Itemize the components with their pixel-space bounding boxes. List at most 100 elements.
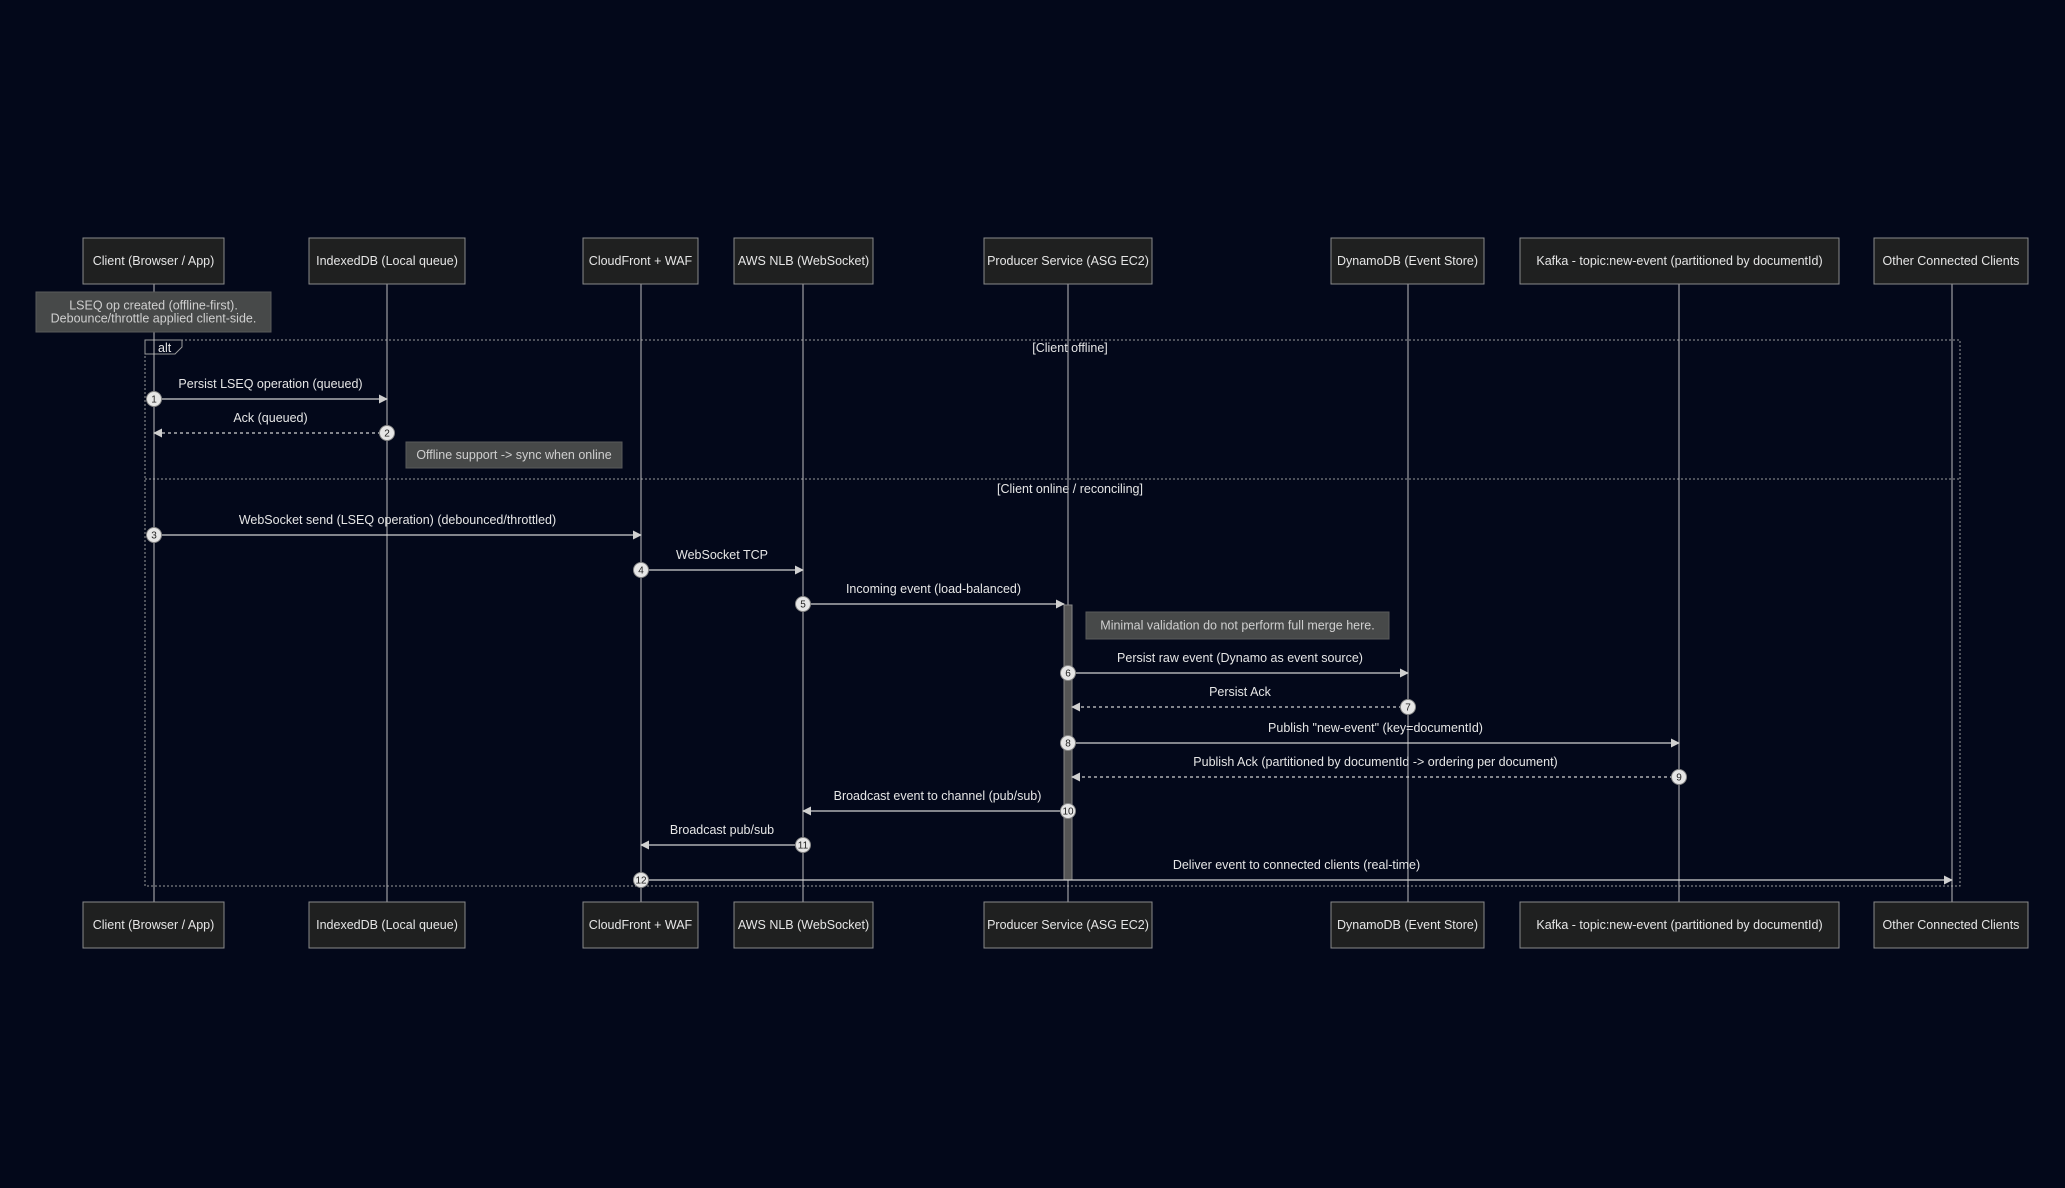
message-label: Ack (queued): [233, 411, 307, 425]
note: Minimal validation do not perform full m…: [1085, 611, 1390, 640]
participant-box: [308, 237, 466, 285]
participant-top[interactable]: DynamoDB (Event Store): [1330, 237, 1485, 285]
participant-label: Other Connected Clients: [1883, 254, 2020, 268]
sequence-number-text: 5: [800, 600, 806, 611]
sequence-number-circle: [379, 425, 395, 441]
participant-label: AWS NLB (WebSocket): [738, 254, 869, 268]
participant-label: Other Connected Clients: [1883, 918, 2020, 932]
message-10: Broadcast event to channel (pub/sub)10: [802, 789, 1076, 819]
participant-box: [308, 901, 466, 949]
participant-box: [582, 901, 699, 949]
participant-label: Client (Browser / App): [93, 918, 215, 932]
participant-box: [1519, 237, 1840, 285]
participant-top[interactable]: Other Connected Clients: [1873, 237, 2029, 285]
participant-top[interactable]: IndexedDB (Local queue): [308, 237, 466, 285]
participant-bottom[interactable]: Producer Service (ASG EC2): [983, 901, 1153, 949]
participant-bottom[interactable]: CloudFront + WAF: [582, 901, 699, 949]
participant-label: Producer Service (ASG EC2): [987, 918, 1149, 932]
message-3: WebSocket send (LSEQ operation) (debounc…: [146, 513, 642, 543]
participant-bottom[interactable]: Kafka - topic:new-event (partitioned by …: [1519, 901, 1840, 949]
message-4: WebSocket TCP 4: [633, 548, 804, 578]
sequence-number: 11: [795, 837, 811, 853]
sequence-number: 6: [1060, 665, 1076, 681]
sequence-number: 10: [1060, 803, 1076, 819]
message-label: WebSocket send (LSEQ operation) (debounc…: [239, 513, 556, 527]
participant-box: [733, 237, 874, 285]
message-label: Persist Ack: [1209, 685, 1272, 699]
participant-box: [983, 901, 1153, 949]
note: LSEQ op created (offline-first).Debounce…: [35, 291, 272, 333]
sequence-number-circle: [146, 391, 162, 407]
participant-label: IndexedDB (Local queue): [316, 918, 458, 932]
participant-bottom[interactable]: AWS NLB (WebSocket): [733, 901, 874, 949]
sequence-number-circle: [633, 562, 649, 578]
participant-top[interactable]: Kafka - topic:new-event (partitioned by …: [1519, 237, 1840, 285]
participant-box: [1519, 901, 1840, 949]
participant-label: DynamoDB (Event Store): [1337, 918, 1478, 932]
sequence-number-text: 8: [1065, 739, 1071, 750]
sequence-number: 7: [1400, 699, 1416, 715]
message-6: Persist raw event (Dynamo as event sourc…: [1060, 651, 1409, 681]
sequence-number: 1: [146, 391, 162, 407]
sequence-number: 12: [633, 872, 649, 888]
message-5: Incoming event (load-balanced) 5: [795, 582, 1065, 612]
participant-top[interactable]: AWS NLB (WebSocket): [733, 237, 874, 285]
message-7: Persist Ack 7: [1071, 685, 1416, 715]
participant-box: [1873, 901, 2029, 949]
participant-box: [733, 901, 874, 949]
sequence-number-circle: [795, 596, 811, 612]
participant-label: Kafka - topic:new-event (partitioned by …: [1536, 918, 1822, 932]
message-label: Publish "new-event" (key=documentId): [1268, 721, 1483, 735]
participant-bottom[interactable]: DynamoDB (Event Store): [1330, 901, 1485, 949]
participant-label: IndexedDB (Local queue): [316, 254, 458, 268]
participant-label: AWS NLB (WebSocket): [738, 918, 869, 932]
note-text: Debounce/throttle applied client-side.: [51, 312, 257, 326]
message-label: Persist LSEQ operation (queued): [178, 377, 362, 391]
message-2: Ack (queued) 2: [153, 411, 395, 441]
alt-section-label: [Client offline]: [1032, 341, 1108, 355]
alt-section-label: [Client online / reconciling]: [997, 482, 1143, 496]
participant-label: Producer Service (ASG EC2): [987, 254, 1149, 268]
participant-label: Client (Browser / App): [93, 254, 215, 268]
participant-label: DynamoDB (Event Store): [1337, 254, 1478, 268]
participant-bottom[interactable]: Other Connected Clients: [1873, 901, 2029, 949]
sequence-number: 2: [379, 425, 395, 441]
sequence-number-circle: [146, 527, 162, 543]
sequence-number: 4: [633, 562, 649, 578]
note-box: [405, 441, 623, 469]
participant-top[interactable]: Client (Browser / App): [82, 237, 225, 285]
note-text: Offline support -> sync when online: [416, 448, 611, 462]
message-1: Persist LSEQ operation (queued) 1: [146, 377, 388, 407]
participant-top[interactable]: CloudFront + WAF: [582, 237, 699, 285]
sequence-number-text: 7: [1405, 703, 1411, 714]
sequence-number: 5: [795, 596, 811, 612]
sequence-number-text: 12: [635, 876, 647, 887]
message-label: WebSocket TCP: [676, 548, 768, 562]
sequence-number-text: 11: [798, 841, 809, 852]
message-label: Deliver event to connected clients (real…: [1173, 858, 1420, 872]
participant-box: [82, 901, 225, 949]
sequence-number-text: 2: [384, 429, 390, 440]
participant-label: Kafka - topic:new-event (partitioned by …: [1536, 254, 1822, 268]
sequence-number-text: 3: [151, 531, 157, 542]
participant-bottom[interactable]: Client (Browser / App): [82, 901, 225, 949]
participant-box: [1330, 237, 1485, 285]
sequence-number-circle: [1400, 699, 1416, 715]
sequence-number-text: 1: [151, 395, 157, 406]
message-label: Publish Ack (partitioned by documentId -…: [1193, 755, 1557, 769]
sequence-number-text: 9: [1676, 773, 1682, 784]
participant-bottom[interactable]: IndexedDB (Local queue): [308, 901, 466, 949]
sequence-number: 8: [1060, 735, 1076, 751]
sequence-number-circle: [1060, 665, 1076, 681]
participant-box: [1873, 237, 2029, 285]
alt-label: alt: [158, 341, 172, 355]
participant-box: [582, 237, 699, 285]
message-label: Incoming event (load-balanced): [846, 582, 1021, 596]
sequence-number-circle: [795, 837, 811, 853]
participant-top[interactable]: Producer Service (ASG EC2): [983, 237, 1153, 285]
note: Offline support -> sync when online: [405, 441, 623, 469]
message-8: Publish "new-event" (key=documentId) 8: [1060, 721, 1680, 751]
sequence-number: 3: [146, 527, 162, 543]
